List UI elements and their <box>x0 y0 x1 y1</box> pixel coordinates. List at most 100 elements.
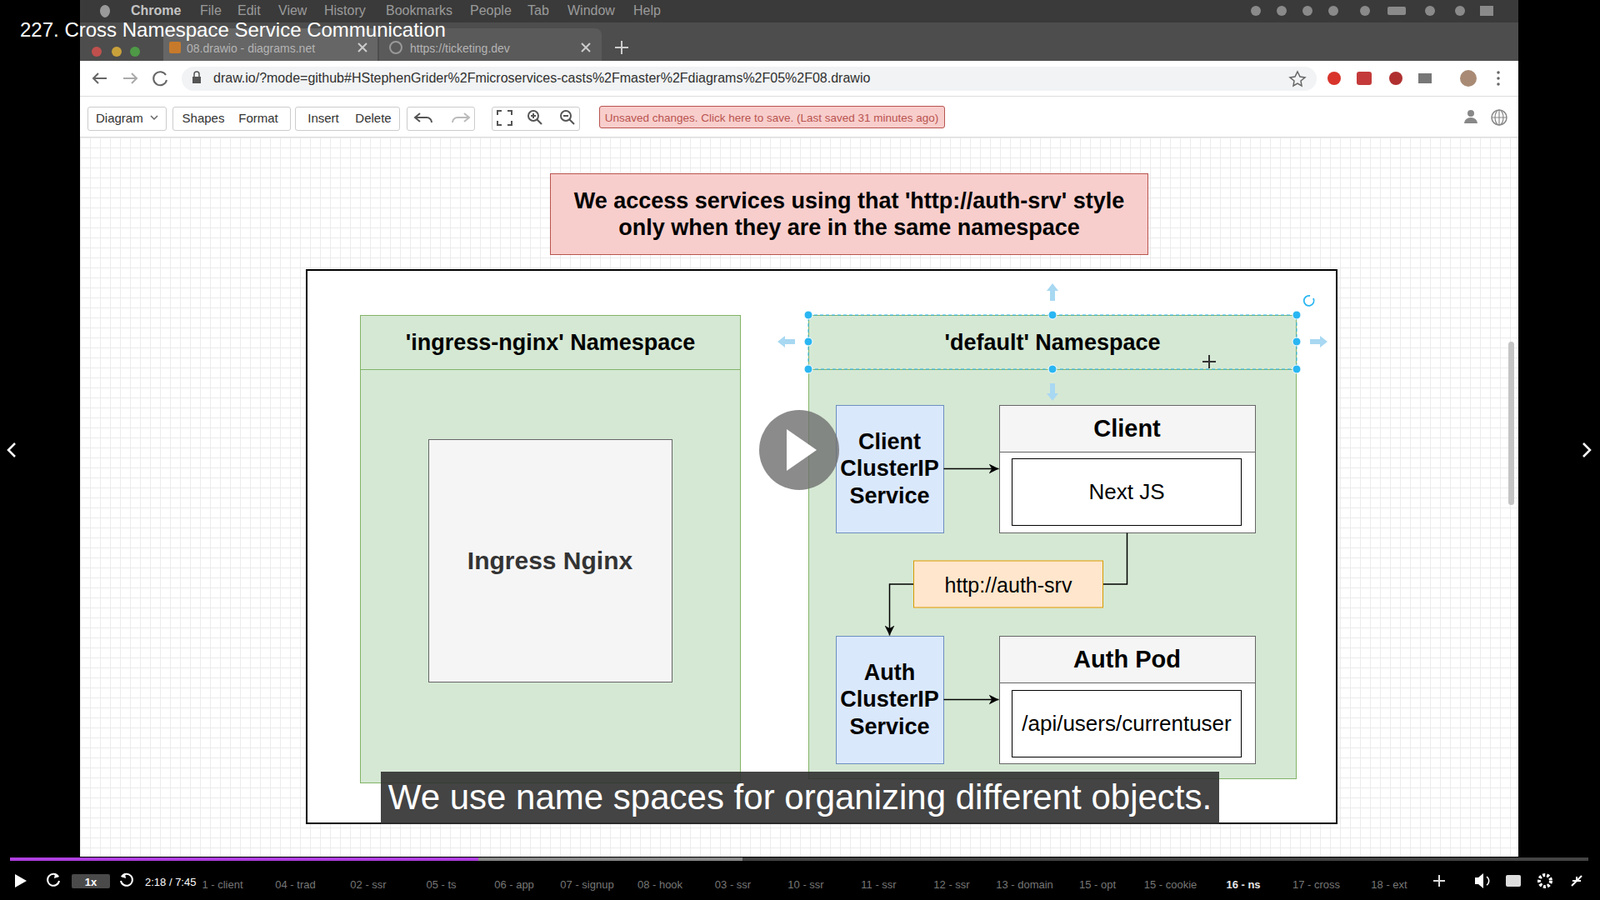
ui-label: 03 - ssr <box>715 878 751 893</box>
node-title: We access services using that 'http://au… <box>554 187 1145 242</box>
caption-slot: We use name spaces for organizing differ… <box>0 771 1600 825</box>
window-button <box>111 46 122 57</box>
namespace-box: 'ingress-nginx' NamespaceIngress Nginx <box>360 315 741 784</box>
ui-label-slot: draw.io/?mode=github#HStephenGrider%2Fmi… <box>213 70 870 88</box>
edge-label-box: http://auth-srv <box>913 560 1104 609</box>
redo-icon <box>452 113 470 123</box>
ui-label: Help <box>633 2 661 20</box>
tab-favicon <box>390 41 402 54</box>
fullscreen-icon <box>497 110 512 125</box>
next-chevron <box>1583 443 1590 457</box>
add-chapter <box>1433 875 1445 887</box>
ui-label: 07 - signup <box>560 878 614 893</box>
zoom-out <box>563 115 575 125</box>
play-icon <box>15 874 27 888</box>
tab-favicon <box>169 41 181 54</box>
user-icon <box>1464 117 1478 124</box>
ui-label: 13 - domain <box>995 878 1054 893</box>
ui-label-slot: 17 - cross <box>1292 876 1340 893</box>
node-title: 'default' Namespace <box>812 329 1293 356</box>
settings-icon <box>1539 875 1551 887</box>
ui-label-slot: 10 - ssr <box>787 876 824 893</box>
user-icon <box>1467 110 1475 117</box>
dropdown-chevron <box>150 115 158 120</box>
ui-label: 18 - ext <box>1370 878 1407 893</box>
note-box: We access services using that 'http://au… <box>550 173 1149 255</box>
ui-label: Chrome <box>130 2 181 20</box>
node-title: 'ingress-nginx' Namespace <box>364 329 737 356</box>
ui-label-slot: Window <box>567 2 615 20</box>
ui-label: 11 - ssr <box>860 878 896 893</box>
nav-back <box>93 73 107 84</box>
selection-outline <box>808 315 1297 370</box>
ui-label: Bookmarks <box>385 2 453 20</box>
header-band: Client <box>1000 405 1255 453</box>
ui-label: 08 - hook <box>637 878 683 893</box>
ui-label-slot: Insert <box>307 110 340 127</box>
ui-label: 02 - ssr <box>350 878 386 893</box>
header-band: Auth Pod <box>1000 636 1255 684</box>
ui-label-slot: 13 - domain <box>995 876 1054 893</box>
prev-chevron <box>8 443 15 457</box>
lock-icon <box>192 76 201 84</box>
apple-logo <box>100 5 110 18</box>
lock-icon <box>194 71 200 77</box>
replay-icon <box>54 873 60 879</box>
header-band: 'ingress-nginx' Namespace <box>360 315 740 370</box>
ui-label-slot: 18 - ext <box>1370 876 1407 893</box>
ui-label: 16 - ns <box>1225 878 1260 893</box>
ui-label-slot: Format <box>238 110 279 127</box>
ui-label: People <box>470 2 512 20</box>
ui-label-slot: 2:18 / 7:45 <box>145 874 196 890</box>
edge-label: http://auth-srv <box>913 560 1104 609</box>
node-title: Client ClusterIP Service <box>840 428 940 510</box>
ui-label: 10 - ssr <box>787 878 824 893</box>
node-title: Next JS <box>1015 479 1238 505</box>
zoom-in <box>530 113 542 125</box>
container-box: Next JS <box>1011 458 1242 526</box>
extension-icon <box>1389 71 1403 85</box>
ui-label: 1 - client <box>201 878 243 893</box>
ui-label: 17 - cross <box>1292 878 1340 893</box>
forward-icon <box>120 874 133 886</box>
ui-label-slot: 1 - client <box>201 876 243 893</box>
browser-menu <box>1496 72 1500 85</box>
ui-label-slot: 04 - trad <box>275 876 315 893</box>
ui-label-slot: Shapes <box>182 110 225 127</box>
ui-label: File <box>200 2 222 20</box>
ui-label: History <box>324 2 366 20</box>
ui-label: 12 - ssr <box>933 878 970 893</box>
profile-avatar <box>1460 70 1477 87</box>
process-box: Ingress Nginx <box>428 439 673 683</box>
globe-icon <box>1491 110 1507 125</box>
ui-label-slot: 15 - opt <box>1079 876 1116 893</box>
ui-label-slot: https://ticketing.dev <box>410 40 510 56</box>
connector-arrow <box>944 699 1000 701</box>
move-cursor <box>1202 355 1216 369</box>
replay-icon <box>47 874 60 886</box>
ui-label: Insert <box>307 110 340 127</box>
volume-icon <box>1475 873 1484 889</box>
scrollbar <box>1508 341 1515 505</box>
ui-label-slot: 08 - hook <box>637 876 683 893</box>
connector-arrow <box>890 533 1128 636</box>
ui-label-slot: Delete <box>355 110 391 127</box>
ui-label-slot: 11 - ssr <box>860 876 896 893</box>
pod-box: Auth Pod/api/users/currentuser <box>999 635 1256 765</box>
node-title: Ingress Nginx <box>432 545 669 576</box>
ui-label-slot: Edit <box>237 2 261 20</box>
ui-label: 15 - opt <box>1079 878 1116 893</box>
ui-label: Tab <box>527 2 550 20</box>
container-box: /api/users/currentuser <box>1011 690 1242 758</box>
ui-label: 04 - trad <box>275 878 315 893</box>
ui-label: https://ticketing.dev <box>410 40 510 56</box>
undo-icon <box>415 113 432 123</box>
window-button <box>130 46 140 57</box>
ui-label: View <box>278 2 307 20</box>
extension-icon <box>1418 73 1432 84</box>
hover-arrows <box>777 283 1328 401</box>
ui-label-slot: File <box>200 2 222 20</box>
